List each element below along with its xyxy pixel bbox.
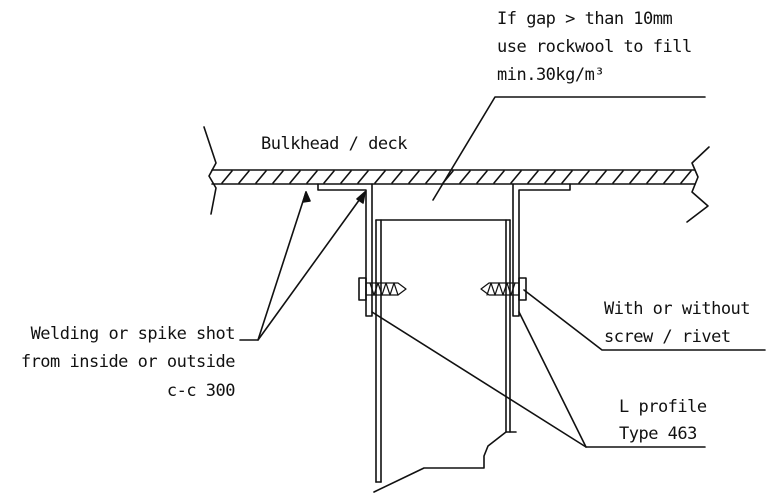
- wall-panel: [375, 219, 511, 483]
- hatch-line: [340, 170, 352, 184]
- l-profile-right: [512, 183, 571, 317]
- profile-label-line-2: Type 463: [619, 424, 697, 444]
- hatch-line: [646, 170, 658, 184]
- leader-lines: [239, 96, 766, 448]
- hatch-line: [459, 170, 471, 184]
- gap-note-line-3: min.30kg/m³: [497, 65, 605, 85]
- break-line-left: [203, 126, 217, 215]
- arrowheads: [302, 191, 366, 204]
- hatch-line: [255, 170, 267, 184]
- hatch-line: [476, 170, 488, 184]
- hatch-line: [306, 170, 318, 184]
- hatch-line: [323, 170, 335, 184]
- screw-label-line-1: With or without: [604, 299, 751, 319]
- hatch-line: [510, 170, 522, 184]
- panel-break-line: [373, 431, 517, 493]
- welding-label-line-3: c-c 300: [166, 381, 236, 401]
- hatch-line: [663, 170, 675, 184]
- hatch-line: [612, 170, 624, 184]
- hatch-line: [289, 170, 301, 184]
- hatch-line: [578, 170, 590, 184]
- screw-right: [480, 277, 527, 301]
- hatch-line: [425, 170, 437, 184]
- profile-label-line-1: L profile: [619, 397, 707, 417]
- hatch-line: [561, 170, 573, 184]
- hatch-line: [493, 170, 505, 184]
- hatch-line: [272, 170, 284, 184]
- hatch-line: [408, 170, 420, 184]
- hatch-line: [391, 170, 403, 184]
- hatch-line: [374, 170, 386, 184]
- hatch-line: [629, 170, 641, 184]
- screw-label-line-2: screw / rivet: [604, 327, 731, 347]
- hatch-line: [544, 170, 556, 184]
- hatch-line: [527, 170, 539, 184]
- l-profile-left: [317, 183, 373, 317]
- hatch-line: [680, 170, 692, 184]
- break-line-right: [686, 146, 710, 223]
- bulkhead-label: Bulkhead / deck: [261, 134, 408, 154]
- welding-label-line-1: Welding or spike shot: [30, 324, 236, 344]
- deck-plate: [211, 169, 696, 185]
- hatch-line: [357, 170, 369, 184]
- screw-left: [358, 277, 407, 301]
- gap-note-line-2: use rockwool to fill: [497, 37, 692, 57]
- hatch-line: [238, 170, 250, 184]
- gap-note-line-1: If gap > than 10mm: [497, 9, 673, 29]
- welding-label-line-2: from inside or outside: [20, 352, 236, 372]
- hatch-line: [221, 170, 233, 184]
- hatch-line: [595, 170, 607, 184]
